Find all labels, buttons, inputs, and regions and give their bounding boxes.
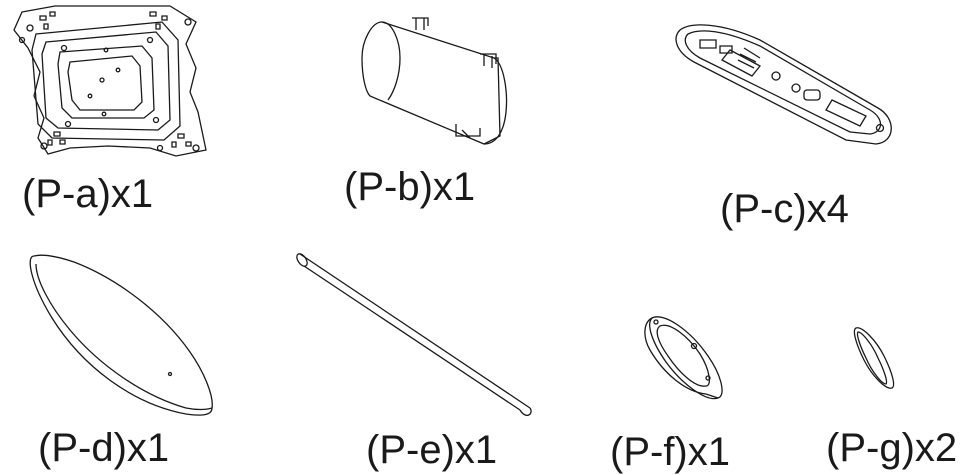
part-f-collar [645, 317, 722, 399]
part-c-label: (P-c)x4 [720, 187, 849, 231]
part-e-pole [295, 252, 531, 415]
part-g-label: (P-g)x2 [826, 426, 958, 470]
part-b-label: (P-b)x1 [344, 165, 476, 209]
part-d-disc [30, 255, 212, 415]
part-a-label: (P-a)x1 [22, 172, 154, 216]
part-e-label: (P-e)x1 [366, 428, 498, 472]
part-g-washer [854, 328, 893, 388]
part-c-arm [676, 25, 891, 144]
part-b-cylinder [362, 18, 507, 144]
part-d-label: (P-d)x1 [38, 426, 170, 470]
part-a-mount-plate [14, 6, 206, 156]
part-f-label: (P-f)x1 [610, 430, 730, 474]
